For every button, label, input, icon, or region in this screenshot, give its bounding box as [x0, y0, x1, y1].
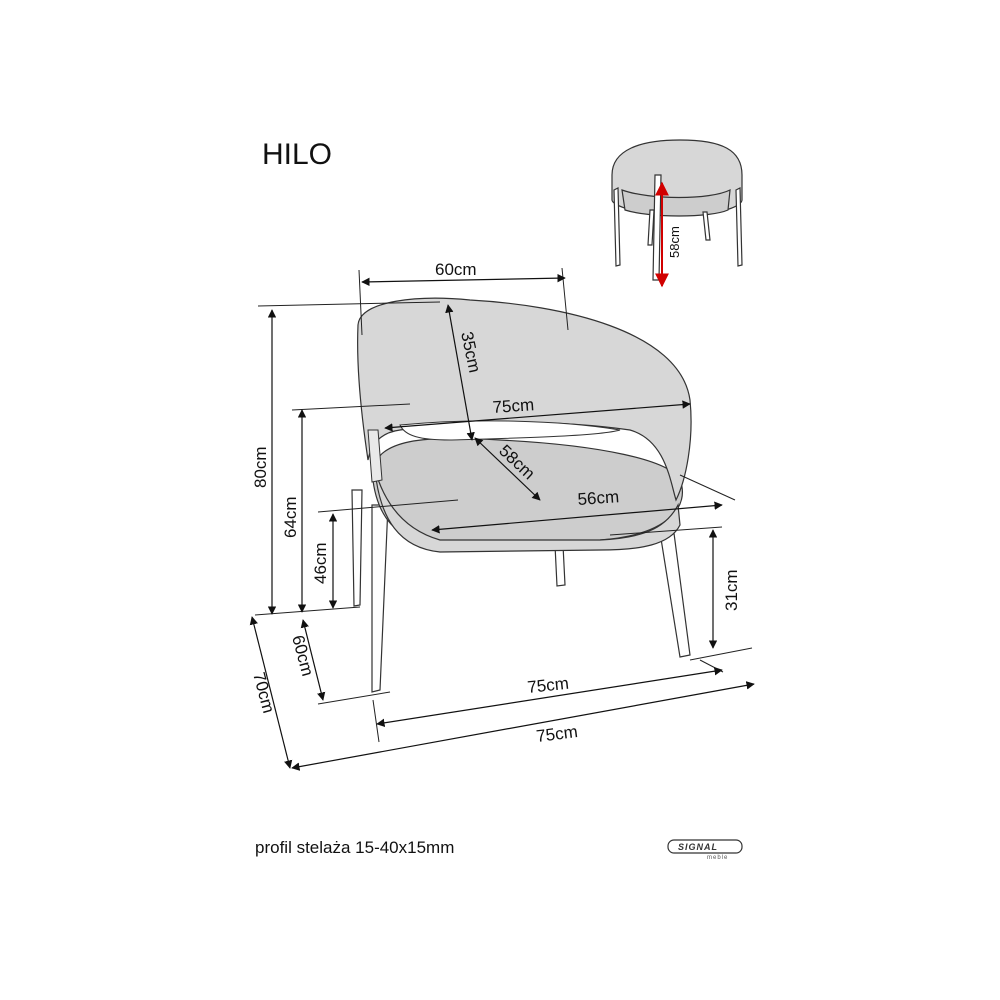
total-height-label: 80cm: [251, 446, 270, 488]
front-width-label: 75cm: [526, 674, 569, 697]
rear-view-chair: [611, 139, 743, 288]
outer-depth-label: 70cm: [249, 670, 278, 715]
seat-height-label: 46cm: [311, 542, 330, 584]
leg-height-label: 31cm: [722, 569, 741, 611]
top-width-label: 60cm: [435, 260, 477, 279]
signal-logo: SIGNAL meble: [667, 839, 743, 861]
logo-brand: SIGNAL: [678, 842, 718, 852]
rear-height-label: 58cm: [667, 226, 682, 258]
logo-sub: meble: [707, 855, 728, 861]
main-chair: [351, 297, 692, 693]
arm-height-label: 64cm: [281, 496, 300, 538]
product-title: HILO: [262, 138, 332, 171]
arm-width-label: 75cm: [492, 395, 535, 417]
frame-profile-note: profil stelaża 15-40x15mm: [255, 838, 454, 857]
seat-width-label: 56cm: [577, 487, 620, 509]
inner-depth-label: 60cm: [288, 633, 317, 678]
base-width-label: 75cm: [535, 722, 579, 746]
